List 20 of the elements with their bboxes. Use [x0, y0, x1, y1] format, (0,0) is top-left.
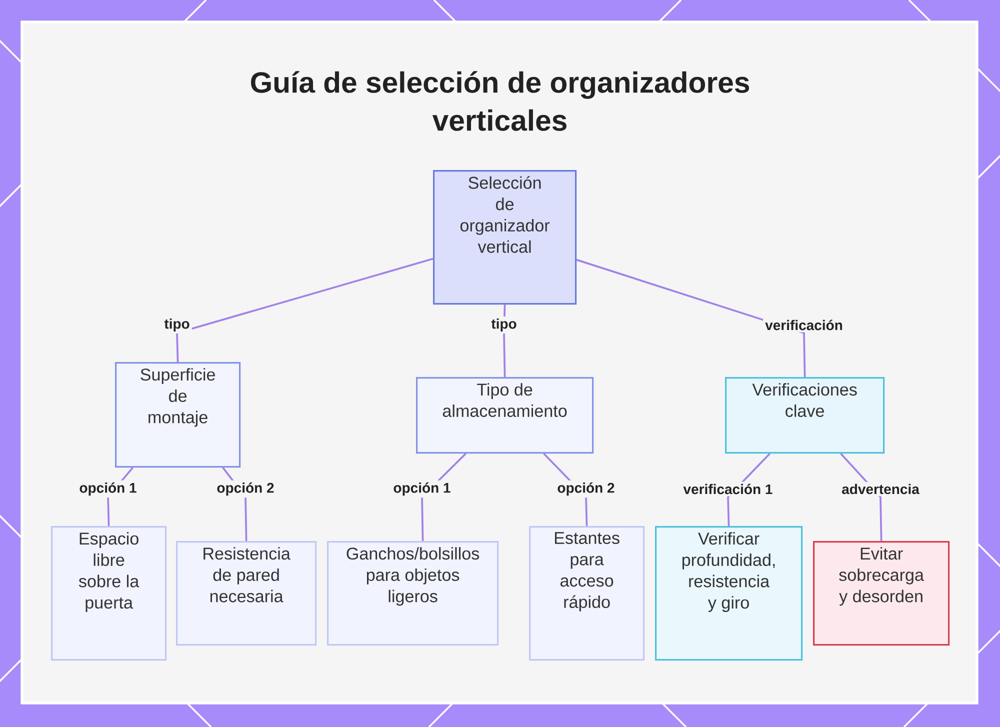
title: Guía de selección de organizadores verticales	[251, 71, 750, 131]
edge-label: opción 1	[391, 480, 453, 498]
option-box: Estantes para acceso rápido	[529, 526, 645, 661]
edge-label: opción 1	[77, 480, 139, 498]
edge-label: verificación	[763, 318, 845, 332]
topic-box: Selección de organizador vertical	[433, 170, 577, 305]
edge-label: opción 2	[214, 480, 276, 498]
edge-label: opción 2	[555, 480, 617, 498]
option-box: Espacio libre sobre la puerta	[51, 526, 167, 661]
edge-label: tipo	[162, 316, 192, 334]
option-box: Resistencia de pared necesaria	[176, 541, 317, 646]
edge-label: advertencia	[840, 482, 922, 496]
category-box: Tipo de almacenamiento	[416, 377, 594, 454]
category-box: Superficie de montaje	[115, 362, 241, 468]
warning-box: Evitar sobrecarga y desorden	[813, 541, 950, 646]
edge-label: tipo	[489, 316, 519, 334]
edge-label: verificación 1	[681, 482, 775, 496]
option-box: Ganchos/bolsillos para objetos ligeros	[327, 541, 499, 646]
category-box: Verificaciones clave	[725, 377, 885, 454]
option-box: Verificar profundidad, resistencia y giro	[655, 526, 803, 661]
